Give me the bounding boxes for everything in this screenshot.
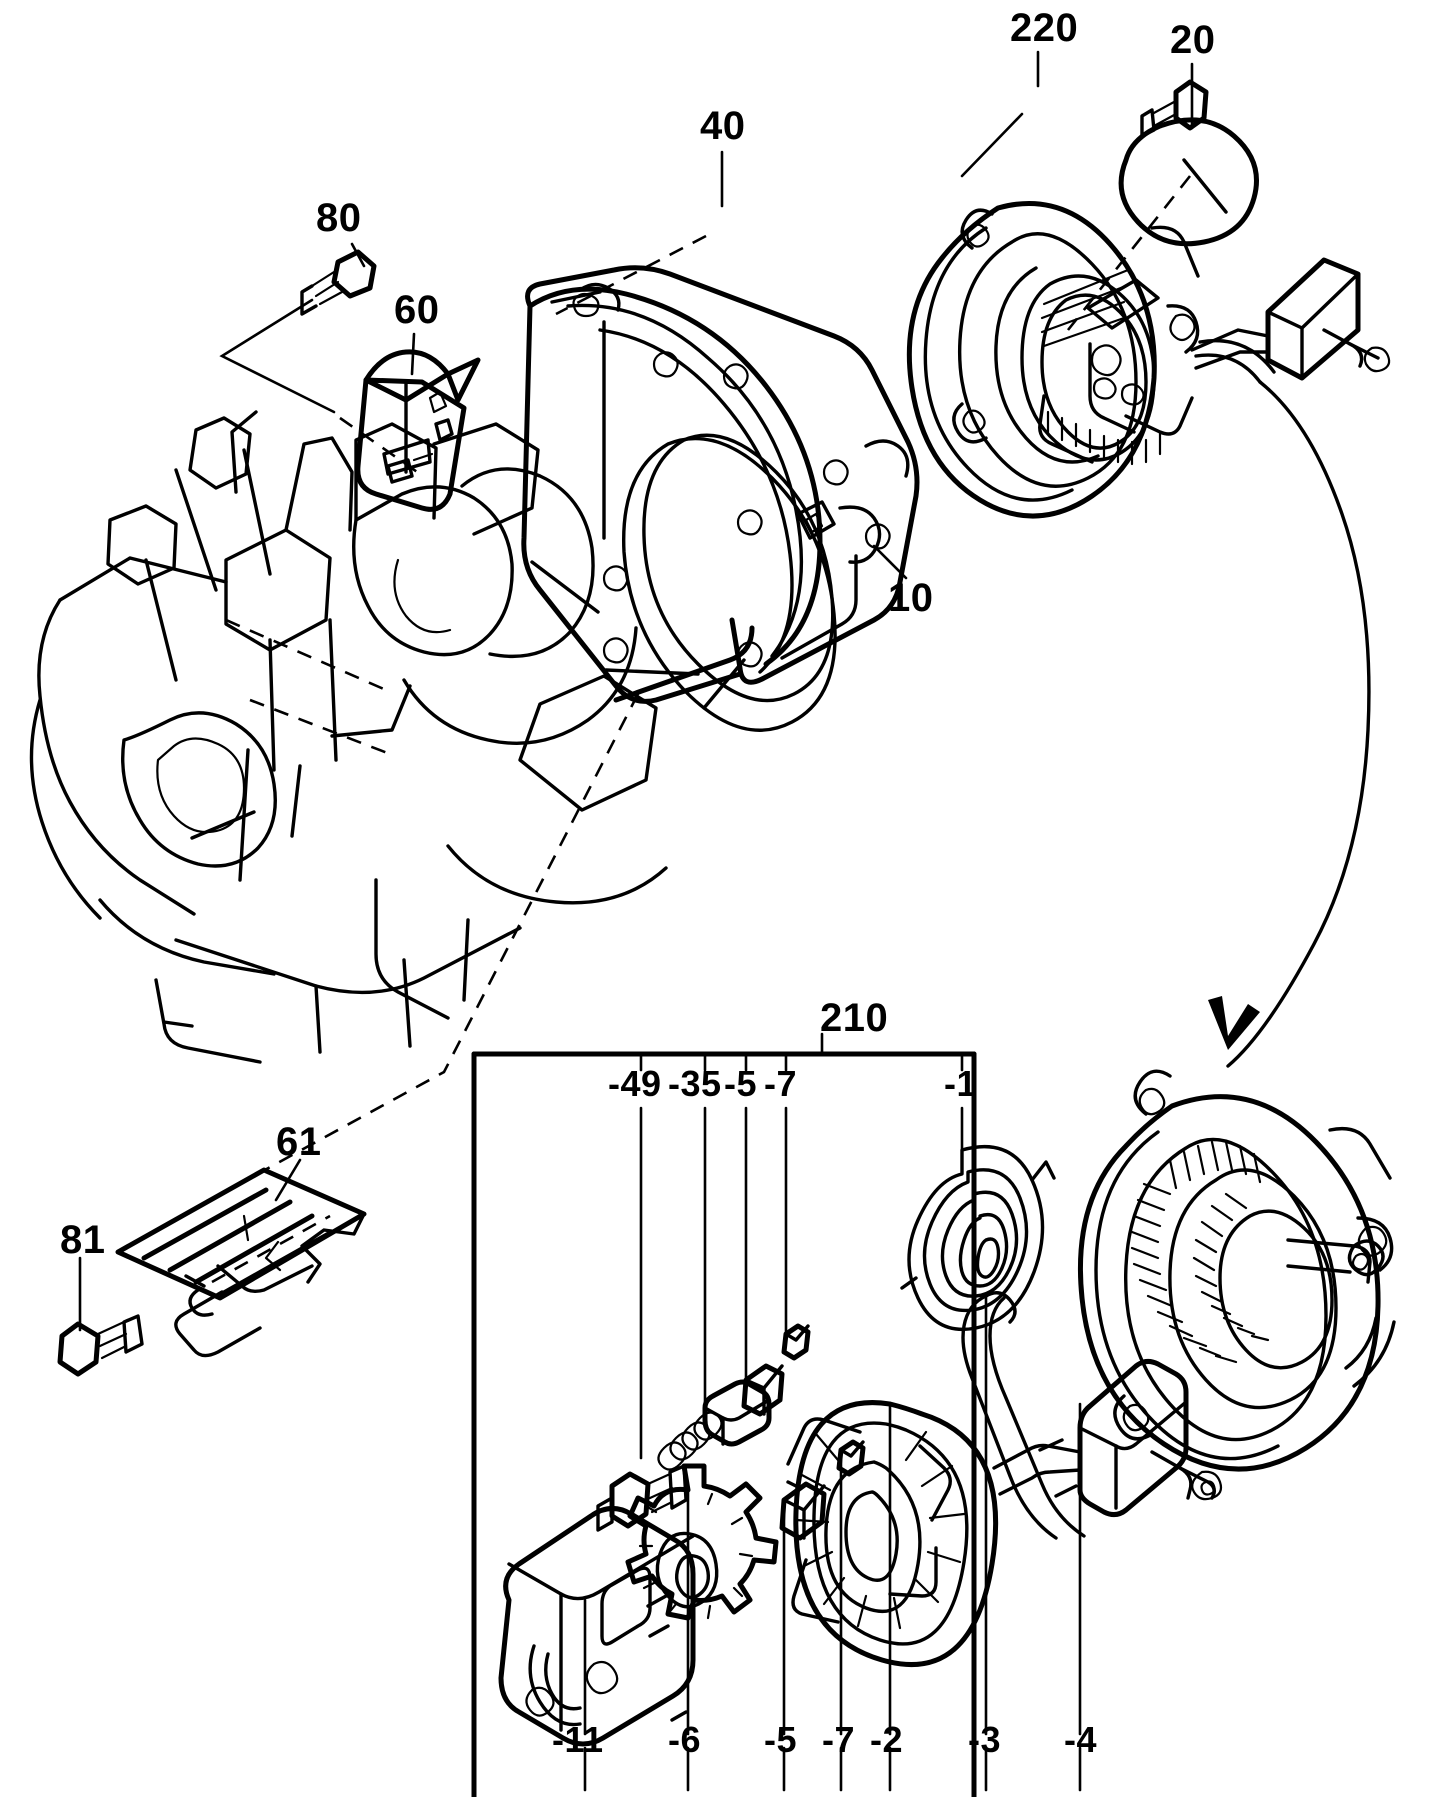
part-60-breather-cover — [355, 349, 481, 512]
part-210-5-ratchet-pawl-b — [779, 1481, 827, 1541]
part-20-starter-grip-detail — [1118, 117, 1259, 247]
part-220-screw — [1140, 79, 1209, 138]
callout-label-40: 40 — [700, 104, 746, 148]
part-210-7-pawl-spring-a — [781, 1323, 811, 1361]
part-210-spring-coil — [657, 1411, 723, 1471]
detail-bottom-label-2: -2 — [870, 1719, 904, 1760]
detail-bottom-label-11: -11 — [552, 1719, 604, 1760]
callout-label-60: 60 — [394, 288, 440, 332]
part-10-blower-housing — [521, 265, 920, 732]
detail-panel-frame — [471, 1032, 1082, 1797]
part-210-35-spring-washer — [702, 1379, 772, 1447]
part-61-heat-shield — [115, 1167, 367, 1358]
detail-top-label-1: -1 — [944, 1063, 978, 1104]
callout-label-61: 61 — [276, 1120, 322, 1164]
part-210-7-pawl-spring-b — [836, 1439, 866, 1477]
part-210-1-recoil-spring — [900, 1145, 1056, 1331]
recoil-starter-assembled-lower — [1077, 1069, 1396, 1472]
callout-leaders — [78, 50, 1194, 1332]
recoil-starter-assembled-upper — [906, 201, 1276, 519]
detail-panel-group-label: 210 — [820, 996, 889, 1040]
detail-top-label-7: -7 — [764, 1063, 798, 1104]
detail-bottom-label-6: -6 — [668, 1719, 702, 1760]
part-20-grip-upper — [1190, 257, 1391, 1068]
detail-bottom-label-7: -7 — [822, 1719, 856, 1760]
callout-label-80: 80 — [316, 196, 362, 240]
detail-bottom-label-3: -3 — [968, 1719, 1002, 1760]
part-80-flange-bolt — [300, 249, 377, 316]
part-210-49-center-screw — [596, 1464, 688, 1532]
callout-label-220: 220 — [1010, 6, 1079, 50]
callout-label-81: 81 — [60, 1218, 106, 1262]
detail-top-label-5: -5 — [724, 1063, 758, 1104]
part-210-4-starter-grip — [992, 1358, 1223, 1518]
part-210-3-starter-rope — [961, 1291, 1086, 1540]
detail-bottom-label-4: -4 — [1064, 1719, 1098, 1760]
detail-top-label-35: -35 — [668, 1063, 722, 1104]
part-81-hex-bolt — [57, 1314, 144, 1377]
part-210-2-starter-reel — [786, 1400, 999, 1667]
part-210-11-starter-case — [498, 1506, 696, 1747]
detail-top-label-49: -49 — [608, 1063, 662, 1104]
detail-bottom-label-5: -5 — [764, 1719, 798, 1760]
engine-block-outline — [29, 410, 668, 1064]
callout-label-10: 10 — [888, 576, 934, 620]
callout-label-20: 20 — [1170, 18, 1216, 62]
